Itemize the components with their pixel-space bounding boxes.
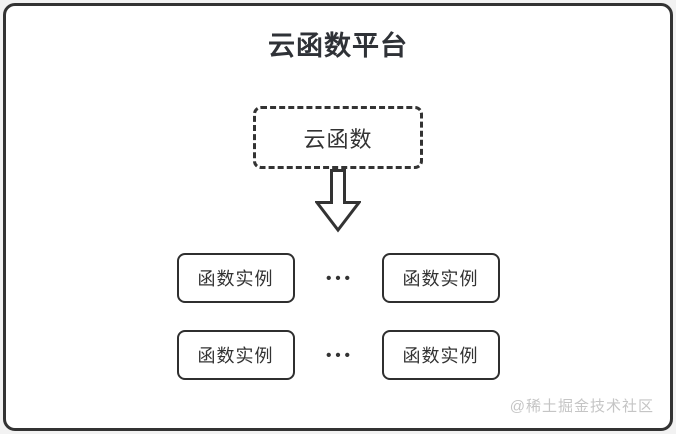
function-instance-box: 函数实例 — [381, 253, 500, 303]
function-instance-box: 函数实例 — [176, 253, 295, 303]
function-instance-box: 函数实例 — [381, 330, 500, 380]
function-instance-box: 函数实例 — [176, 330, 295, 380]
function-instance-label: 函数实例 — [402, 269, 479, 289]
cloud-function-label: 云函数 — [303, 126, 373, 152]
instance-row: 函数实例 ••• 函数实例 — [176, 253, 500, 303]
instance-grid: 函数实例 ••• 函数实例 函数实例 ••• 函数实例 — [176, 253, 500, 380]
watermark: @稀土掘金技术社区 — [509, 398, 654, 415]
function-instance-label: 函数实例 — [197, 269, 274, 289]
function-instance-label: 函数实例 — [402, 346, 479, 366]
cloud-function-box: 云函数 — [253, 106, 423, 169]
diagram-frame: 云函数平台 云函数 函数实例 ••• 函数实例 函数实例 ••• 函数实例 — [3, 3, 673, 431]
function-instance-label: 函数实例 — [197, 346, 274, 366]
arrow-container — [313, 169, 363, 233]
instance-row: 函数实例 ••• 函数实例 — [176, 330, 500, 380]
down-arrow-icon — [313, 169, 363, 233]
ellipsis-dots: ••• — [326, 269, 354, 287]
ellipsis-dots: ••• — [326, 346, 354, 364]
diagram-title: 云函数平台 — [268, 31, 408, 61]
